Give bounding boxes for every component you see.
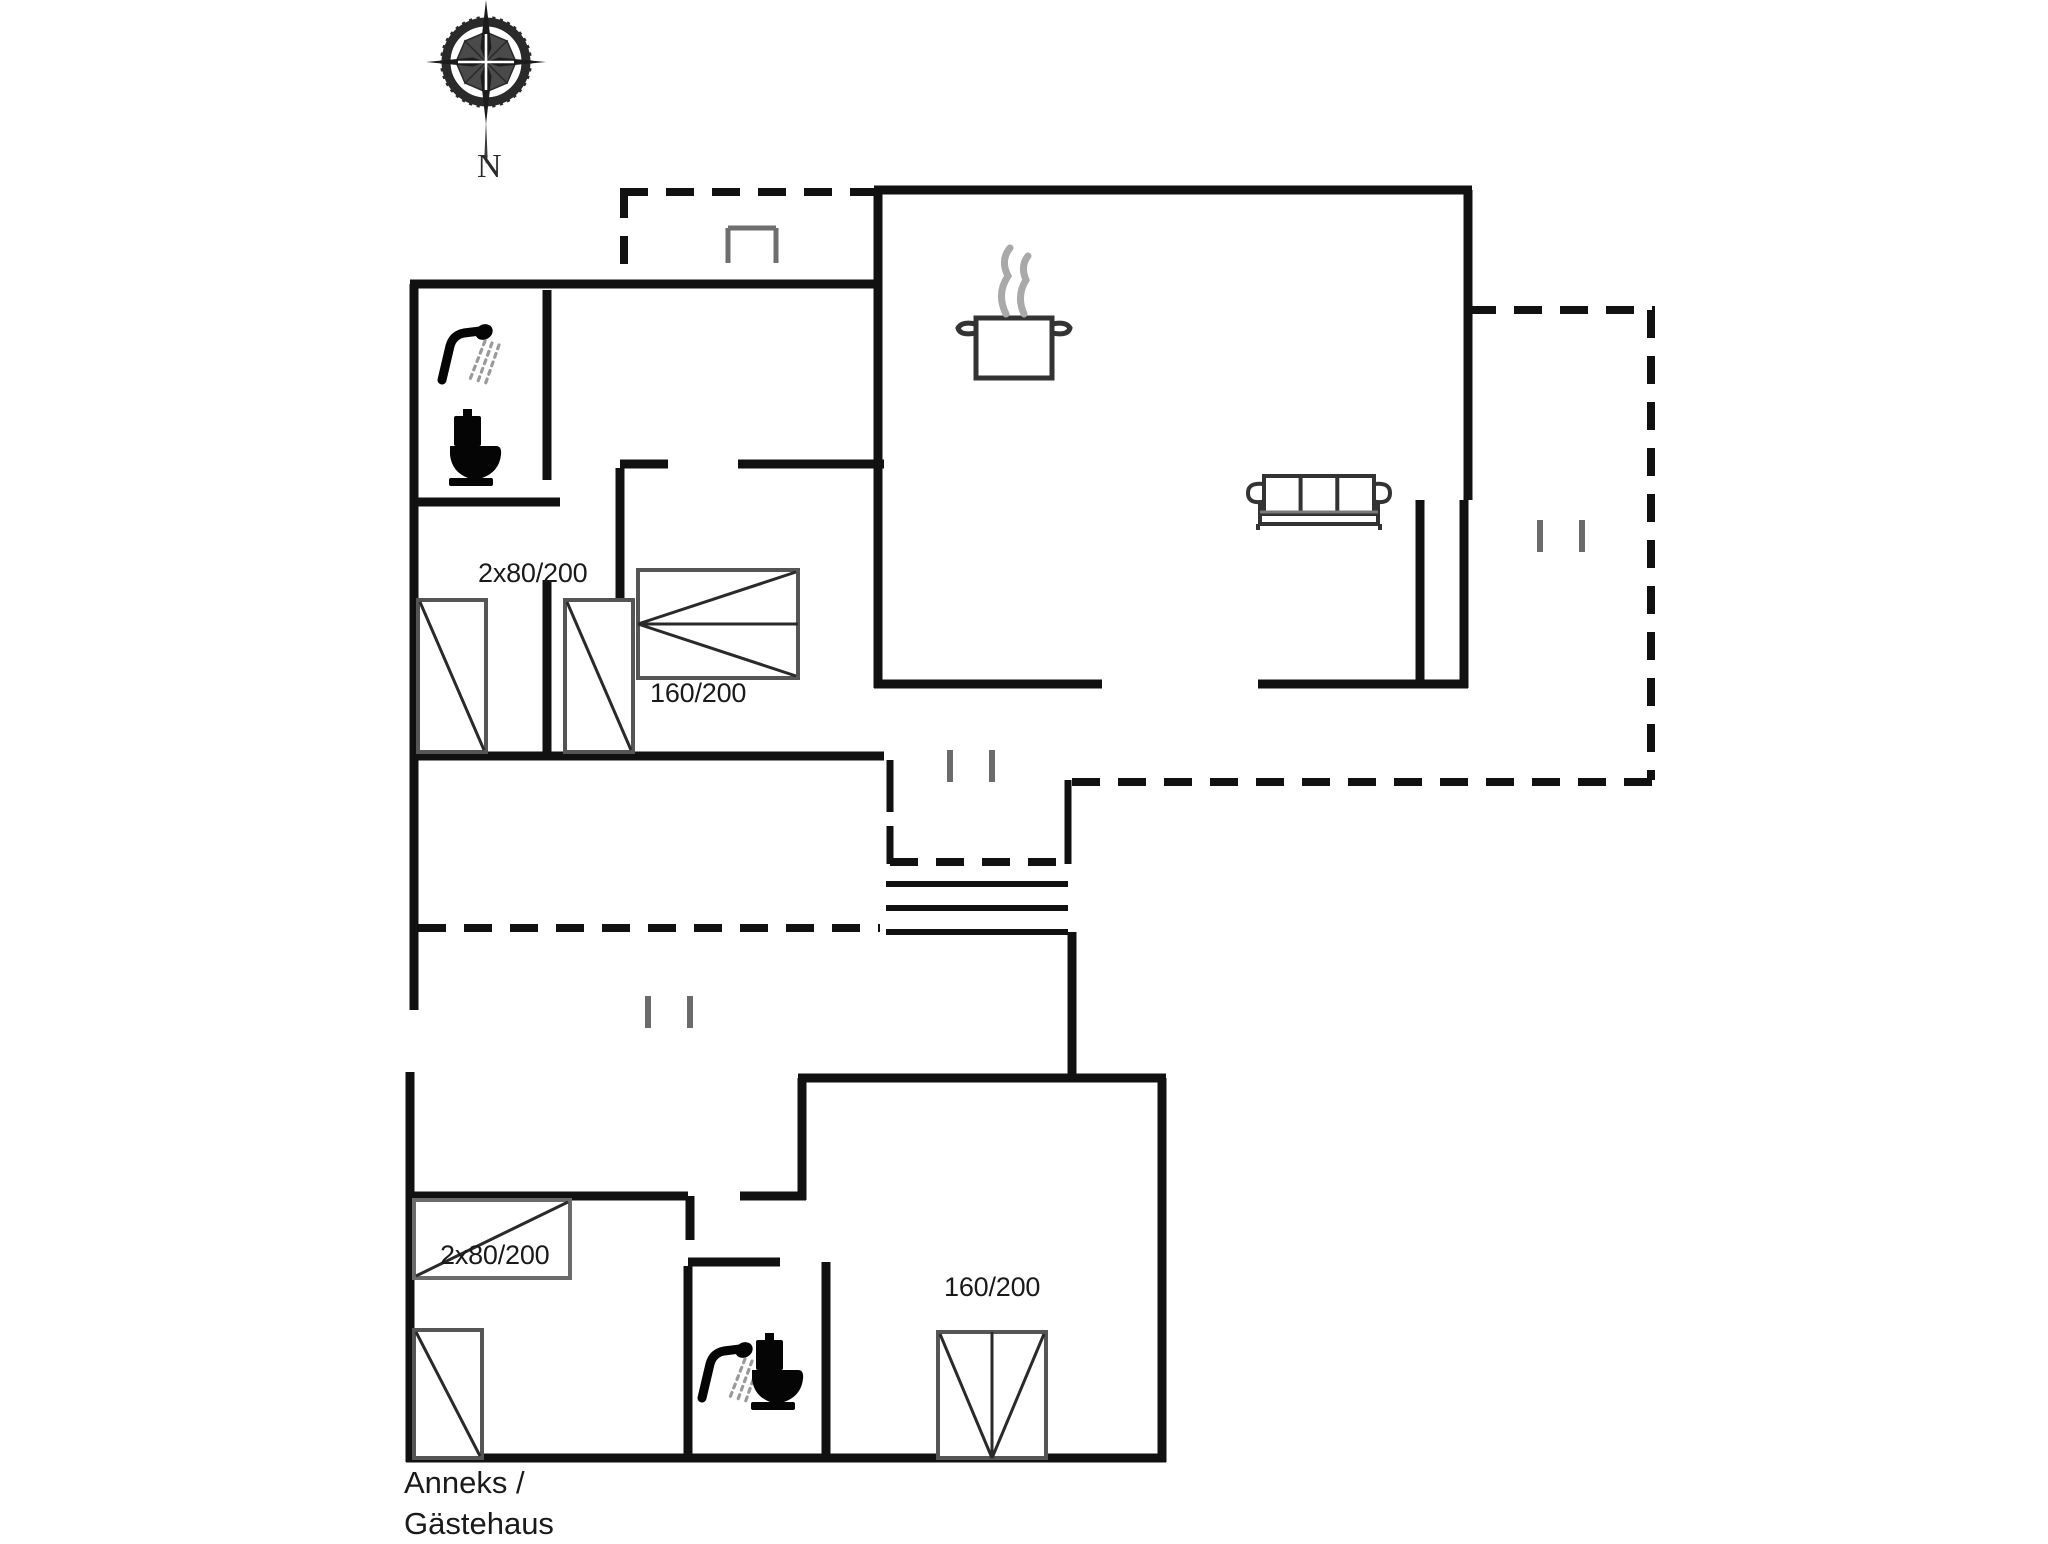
stairs-treads (886, 881, 1068, 935)
shower-icon (442, 321, 499, 385)
annex-building-walls (405, 932, 1167, 1463)
double-bed-annex (936, 1330, 1048, 1460)
cooking-pot-icon (958, 248, 1070, 378)
main-building-terrace-dashed (418, 188, 1655, 932)
annex-double-bed-dimension-label: 160/200 (944, 1272, 1041, 1302)
sofa-icon (1246, 474, 1392, 532)
twin-bed-left-annex (412, 1328, 484, 1460)
main-building-walls (409, 185, 1473, 761)
annex-twin-bed-dimension-label: 2x80/200 (440, 1240, 550, 1270)
annex-caption-line-2: Gästehaus (404, 1506, 554, 1541)
compass-north-label: N (477, 148, 502, 185)
upper-double-bed-dimension-label: 160/200 (650, 678, 747, 708)
twin-bed-right-upper (563, 598, 635, 754)
compass-rose-icon (426, 0, 546, 164)
double-bed-upper (636, 568, 800, 680)
window-tick-marks (645, 520, 1585, 1028)
annex-wardrobe (412, 1198, 572, 1280)
stair-landing-walls (886, 760, 1072, 864)
toilet-icon (751, 1333, 804, 1410)
shower-icon (702, 1339, 759, 1403)
toilet-icon (449, 409, 502, 486)
porch-step-detail (725, 225, 779, 263)
twin-bed-left-upper (416, 598, 488, 754)
annex-caption-line-1: Anneks / (404, 1465, 525, 1500)
upper-twin-bed-dimension-label: 2x80/200 (478, 558, 588, 588)
